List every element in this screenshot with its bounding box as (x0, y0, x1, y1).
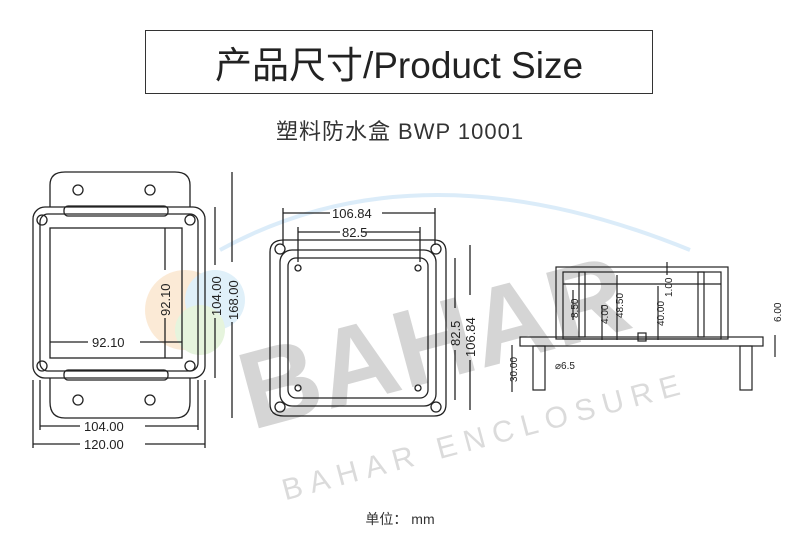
top-outer-width: 106.84 (332, 206, 372, 221)
top-inner-height: 82.5 (448, 321, 463, 346)
top-outer-height: 106.84 (463, 317, 478, 357)
section-dim-48-50: 48.50 (615, 293, 626, 318)
section-dim-8-50: 8.50 (570, 298, 581, 318)
front-body-height: 104.00 (209, 276, 224, 316)
front-view (32, 171, 233, 448)
top-inner-width: 82.5 (342, 225, 367, 240)
front-inner-width: 92.10 (92, 335, 125, 350)
top-view (269, 208, 471, 417)
watermark-logo: BAHAR BAHAR ENCLOSURE (145, 193, 691, 507)
product-model: 塑料防水盒 BWP 10001 (275, 119, 525, 144)
screw-diameter: ⌀6.5 (555, 361, 575, 372)
section-dim-6-00: 6.00 (773, 302, 784, 322)
section-dim-40-00: 40.00 (656, 301, 667, 326)
front-total-width: 120.00 (84, 437, 124, 452)
front-total-height: 168.00 (226, 280, 241, 320)
page-title: 产品尺寸/Product Size (145, 30, 653, 94)
front-inner-height: 92.10 (158, 283, 173, 316)
section-view (511, 262, 776, 392)
section-dim-4-00: 4.00 (600, 304, 611, 324)
unit-label: 单位： mm (365, 511, 435, 527)
front-body-width: 104.00 (84, 419, 124, 434)
screw-length: 30.00 (509, 357, 520, 382)
section-dim-1-00: 1.00 (664, 277, 675, 297)
